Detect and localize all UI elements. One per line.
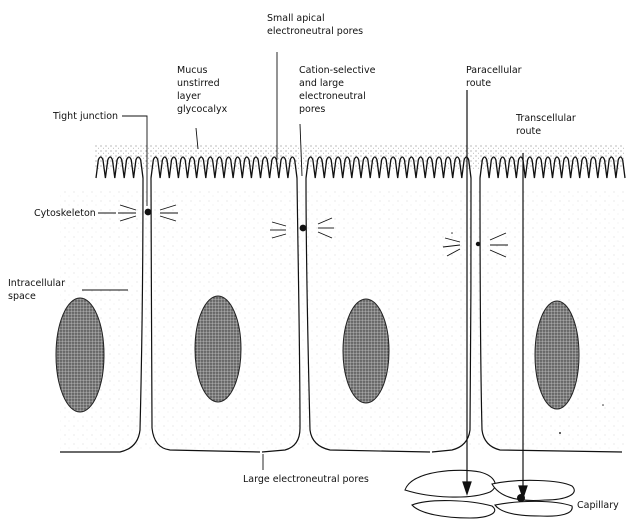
- tight-junction-dot-1: [145, 209, 152, 216]
- nucleus-3: [343, 299, 389, 403]
- label-mucus-line4: glycocalyx: [177, 103, 227, 116]
- label-capillary: Capillary: [577, 499, 619, 512]
- label-mucus-line3: layer: [177, 90, 227, 103]
- tight-junction-dot-3: [476, 242, 480, 246]
- label-intracellular-line1: Intracellular: [8, 277, 65, 290]
- nucleus-2: [195, 296, 241, 402]
- label-small-apical-line2: electroneutral pores: [267, 25, 363, 38]
- label-paracellular-route: Paracellular route: [466, 64, 522, 90]
- label-paracellular-line1: Paracellular: [466, 64, 522, 77]
- capillary-vessel: [405, 470, 574, 518]
- label-intracellular-line2: space: [8, 290, 65, 303]
- label-large-electroneutral-pores: Large electroneutral pores: [243, 473, 369, 486]
- label-mucus-line2: unstirred: [177, 77, 227, 90]
- tight-junction-dot-2: [300, 225, 307, 232]
- capillary-entry-dot: [517, 494, 525, 502]
- label-transcellular-route: Transcellular route: [516, 112, 576, 138]
- label-intracellular-space: Intracellular space: [8, 277, 65, 303]
- label-transcellular-line1: Transcellular: [516, 112, 576, 125]
- label-small-apical-line1: Small apical: [267, 12, 363, 25]
- nucleus-4: [535, 301, 579, 409]
- label-transcellular-line2: route: [516, 125, 576, 138]
- label-cation-line4: pores: [299, 103, 375, 116]
- label-small-apical-pores: Small apical electroneutral pores: [267, 12, 363, 38]
- label-cation-line3: electroneutral: [299, 90, 375, 103]
- label-cation-selective-pores: Cation-selective and large electroneutra…: [299, 64, 375, 116]
- label-cation-line2: and large: [299, 77, 375, 90]
- label-tight-junction: Tight junction: [53, 110, 118, 123]
- label-cytoskeleton: Cytoskeleton: [34, 207, 96, 220]
- label-mucus-layer: Mucus unstirred layer glycocalyx: [177, 64, 227, 116]
- label-paracellular-line2: route: [466, 77, 522, 90]
- label-mucus-line1: Mucus: [177, 64, 227, 77]
- nucleus-1: [56, 298, 104, 412]
- label-cation-line1: Cation-selective: [299, 64, 375, 77]
